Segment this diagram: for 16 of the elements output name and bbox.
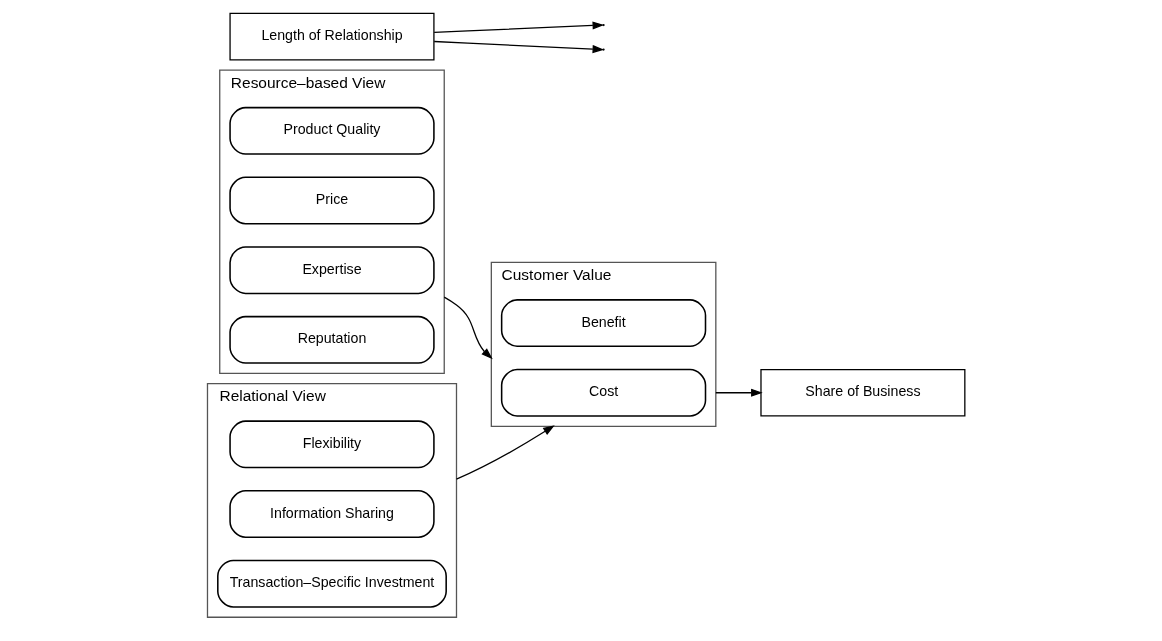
node-box: Reputation xyxy=(229,315,435,364)
node-box: Cost xyxy=(500,368,707,417)
arrow xyxy=(433,40,605,54)
arrow xyxy=(455,425,555,480)
node-box: Price xyxy=(229,176,435,225)
node-box: Benefit xyxy=(500,299,707,348)
node-box: Expertise xyxy=(229,246,435,295)
arrow xyxy=(443,296,493,360)
node-box: Information Sharing xyxy=(229,490,435,539)
node-box: Transaction–Specific Investment xyxy=(217,559,447,608)
arrow xyxy=(433,21,605,33)
node-box: Product Quality xyxy=(229,106,435,155)
node-box: Share of Business xyxy=(760,368,966,417)
arrow xyxy=(715,388,763,397)
node-box: Flexibility xyxy=(229,420,435,469)
node-box: Length of Relationship xyxy=(229,12,435,61)
